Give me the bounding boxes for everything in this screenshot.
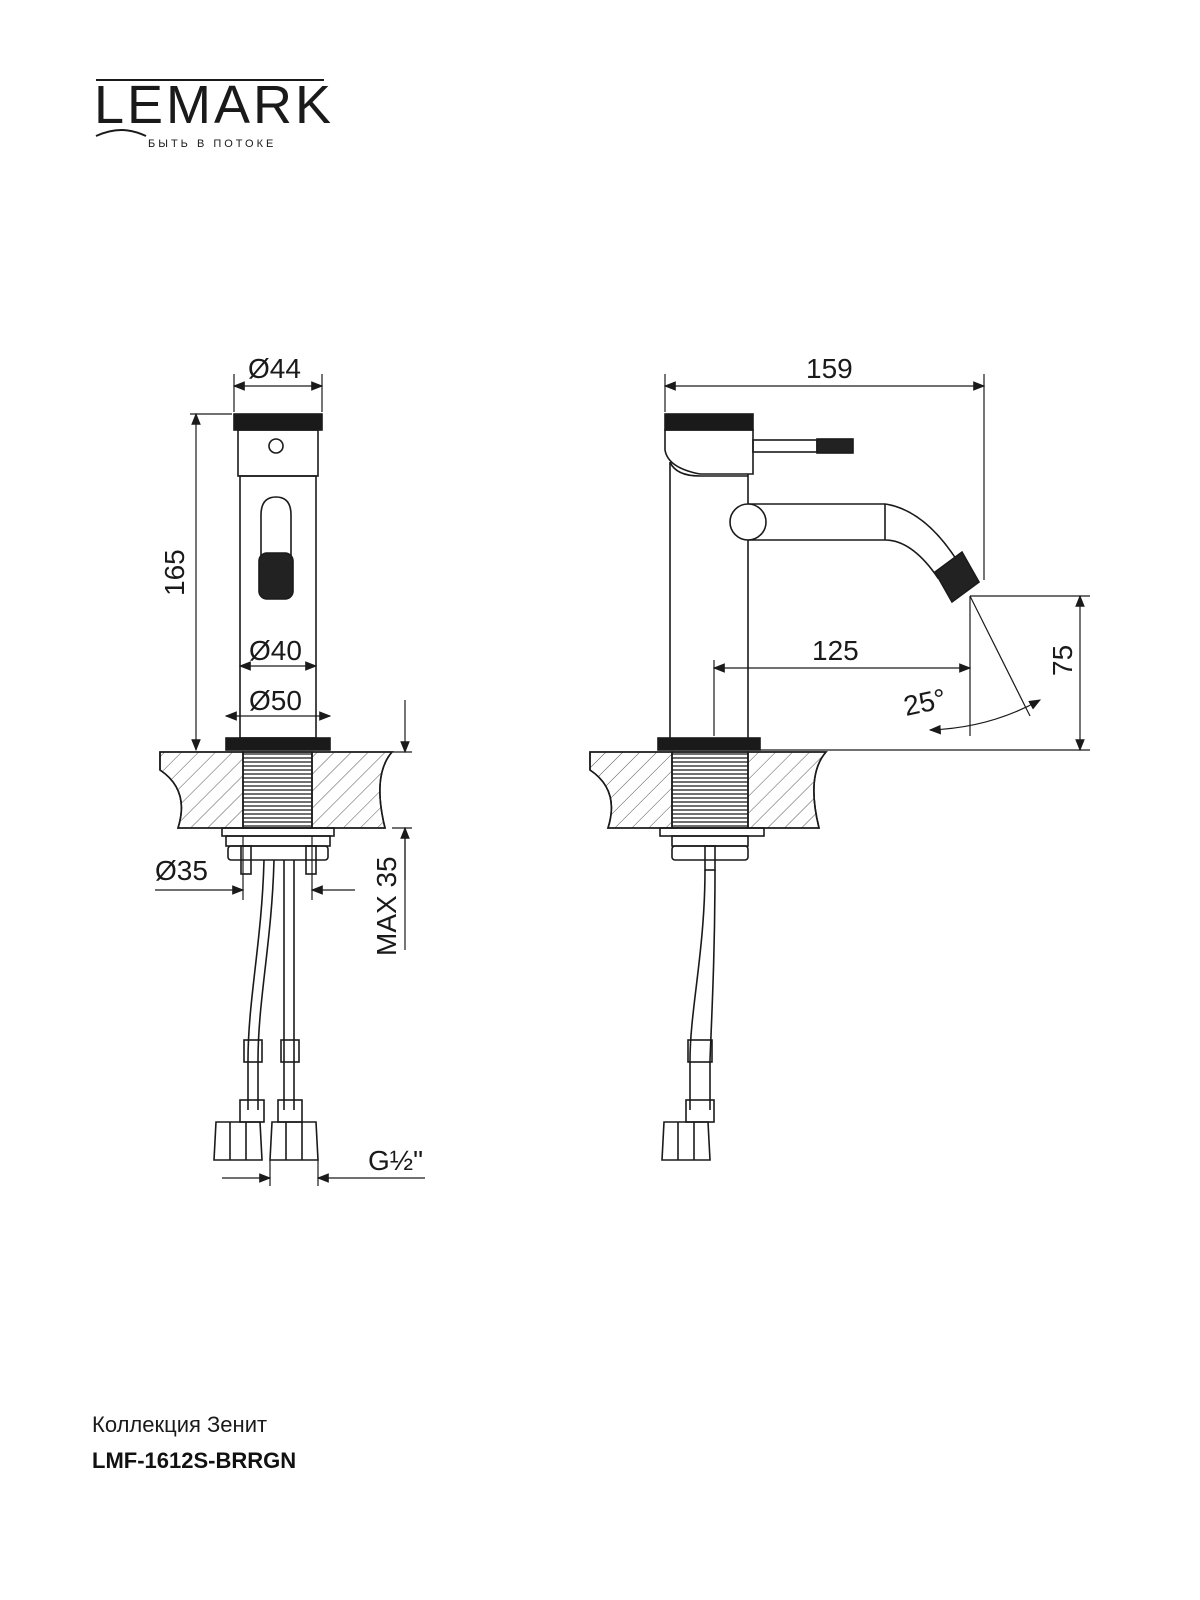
brand-logo: LEMARK БЫТЬ В ПОТОКЕ [94,70,334,150]
side-dimensions [663,374,1090,752]
dim-body-diameter: Ø40 [249,635,302,666]
dim-thread: G½" [368,1145,423,1176]
dim-max-thickness: MAX 35 [371,856,402,956]
front-dimensions [155,374,425,1186]
logo-lines [95,79,324,137]
dim-top-diameter: Ø44 [248,353,301,384]
model-number: LMF-1612S-BRRGN [92,1448,297,1473]
dim-spout-angle: 25° [901,683,949,722]
dim-body-height: 165 [159,549,190,596]
side-view [589,413,981,1161]
dim-spout-reach: 125 [812,635,859,666]
collection-name: Коллекция Зенит [92,1412,268,1437]
dim-spout-height: 75 [1047,645,1078,676]
front-view [159,413,394,1161]
brand-name: LEMARK [94,75,335,135]
dim-hole-diameter: Ø35 [155,855,208,886]
dim-base-diameter: Ø50 [249,685,302,716]
dim-total-length: 159 [806,353,853,384]
brand-tagline: БЫТЬ В ПОТОКЕ [148,138,277,150]
